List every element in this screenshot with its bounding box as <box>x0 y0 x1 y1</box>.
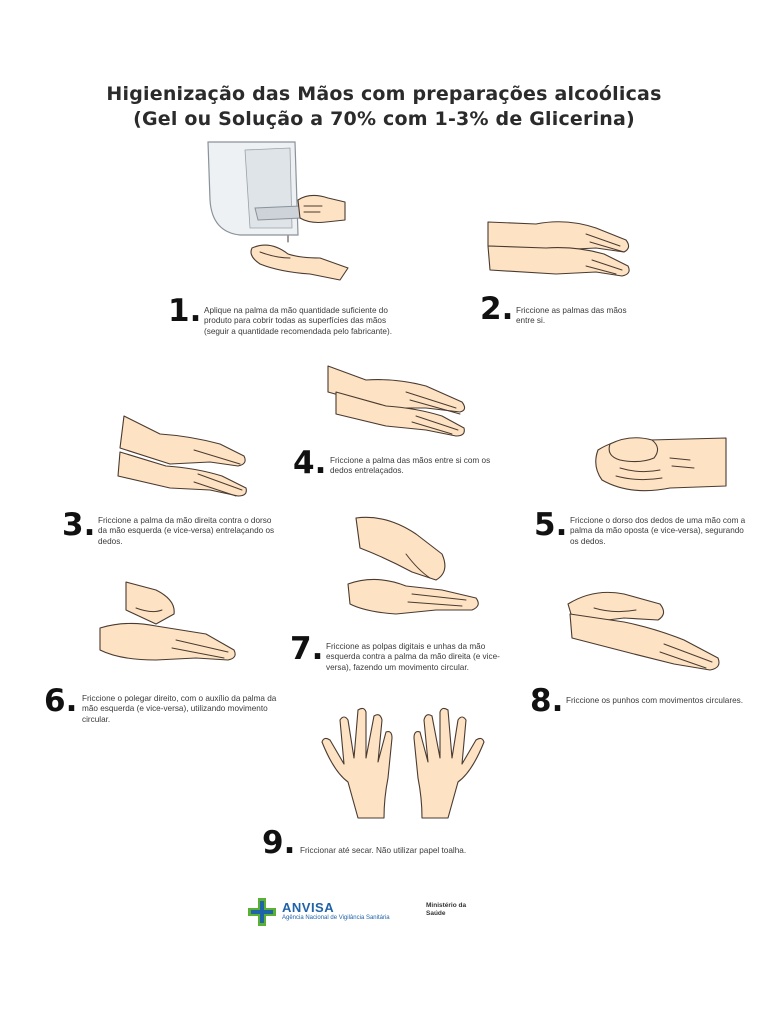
anvisa-subtitle: Agência Nacional de Vigilância Sanitária <box>282 915 390 921</box>
step-number: 5. <box>534 507 568 543</box>
step-number: 3. <box>62 507 96 543</box>
step-text: Friccione o polegar direito, com o auxíl… <box>82 694 277 724</box>
step-1-illustration <box>200 140 360 290</box>
step-text: Friccione o dorso dos dedos de uma mão c… <box>570 516 746 546</box>
step-text: Friccione a palma da mão direita contra … <box>98 516 275 546</box>
step-text: Friccione a palma das mãos entre si com … <box>330 456 491 476</box>
anvisa-name: ANVISA <box>282 900 335 915</box>
step-number: 6. <box>44 683 78 719</box>
step-3-illustration <box>110 412 250 502</box>
step-4-illustration <box>326 362 471 442</box>
anvisa-cross-logo <box>248 898 276 926</box>
step-number: 7. <box>290 631 324 667</box>
step-number: 9. <box>262 825 296 861</box>
step-text: Aplique na palma da mão quantidade sufic… <box>204 306 392 336</box>
step-number: 1. <box>168 293 202 329</box>
step-number: 4. <box>293 445 327 481</box>
step-text: Friccione as polpas digitais e unhas da … <box>326 642 500 672</box>
step-9-illustration <box>318 702 488 820</box>
step-8-illustration <box>564 584 724 679</box>
step-number: 8. <box>530 683 564 719</box>
page-title: Higienização das Mãos com preparações al… <box>0 82 768 132</box>
step-text: Friccione os punhos com movimentos circu… <box>566 696 744 705</box>
title-line-1: Higienização das Mãos com preparações al… <box>106 83 662 105</box>
step-6-illustration <box>96 580 241 680</box>
ministry-name: Ministério da Saúde <box>426 902 467 917</box>
right-hand <box>413 707 485 819</box>
step-number: 2. <box>480 291 514 327</box>
step-text: Friccionar até secar. Não utilizar papel… <box>300 846 467 855</box>
step-7-illustration <box>346 514 486 629</box>
title-line-2: (Gel ou Solução a 70% com 1-3% de Glicer… <box>133 108 635 130</box>
step-text: Friccione as palmas das mãos entre si. <box>516 306 627 326</box>
step-5-illustration <box>590 430 730 500</box>
step-2-illustration <box>486 210 636 290</box>
dispenser-icon <box>207 141 349 281</box>
footer-logos: ANVISA Agência Nacional de Vigilância Sa… <box>246 896 476 928</box>
left-hand <box>321 707 393 819</box>
